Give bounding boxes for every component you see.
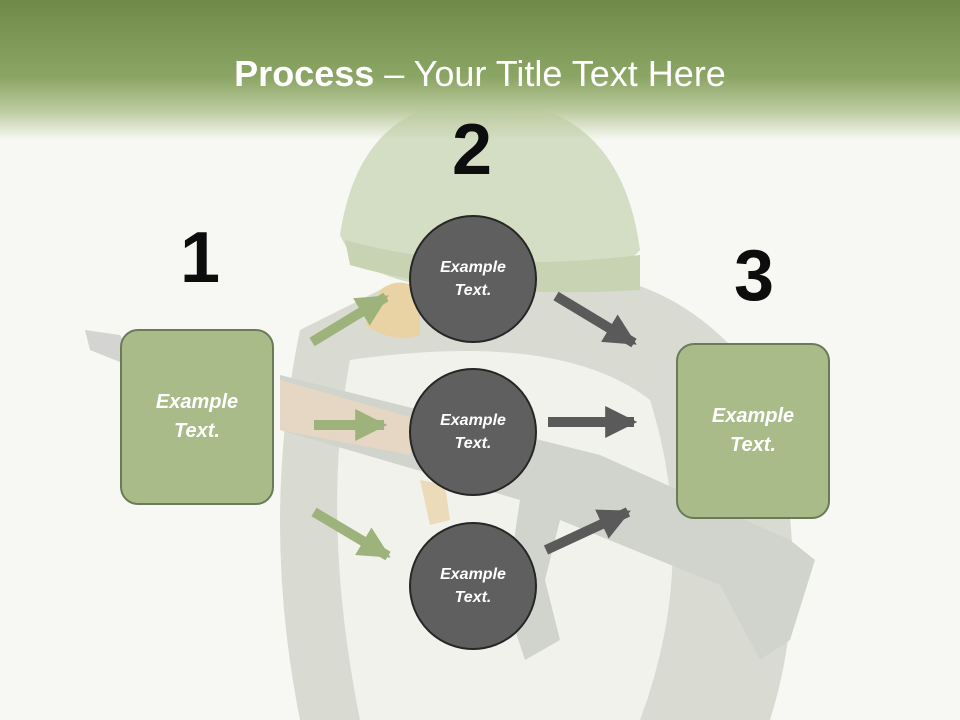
title-band xyxy=(0,0,960,140)
circle-middle: Example Text. xyxy=(409,368,537,496)
step-number-1: 1 xyxy=(179,218,221,298)
right-box-text: Example Text. xyxy=(711,405,795,456)
title-bold: Process xyxy=(234,53,375,94)
circle-middle-text: Example Text. xyxy=(440,412,506,452)
step-number-3: 3 xyxy=(733,236,775,316)
slide-title: Process – Your Title Text Here xyxy=(0,52,960,96)
step-number-2: 2 xyxy=(451,110,493,190)
circle-top: Example Text. xyxy=(409,215,537,343)
circle-bottom-text: Example Text. xyxy=(440,566,506,606)
right-box: Example Text. xyxy=(676,343,830,519)
circle-top-text: Example Text. xyxy=(440,259,506,299)
title-rest: – Your Title Text Here xyxy=(374,53,726,94)
left-box: Example Text. xyxy=(120,329,274,505)
circle-bottom: Example Text. xyxy=(409,522,537,650)
left-box-text: Example Text. xyxy=(155,391,239,442)
